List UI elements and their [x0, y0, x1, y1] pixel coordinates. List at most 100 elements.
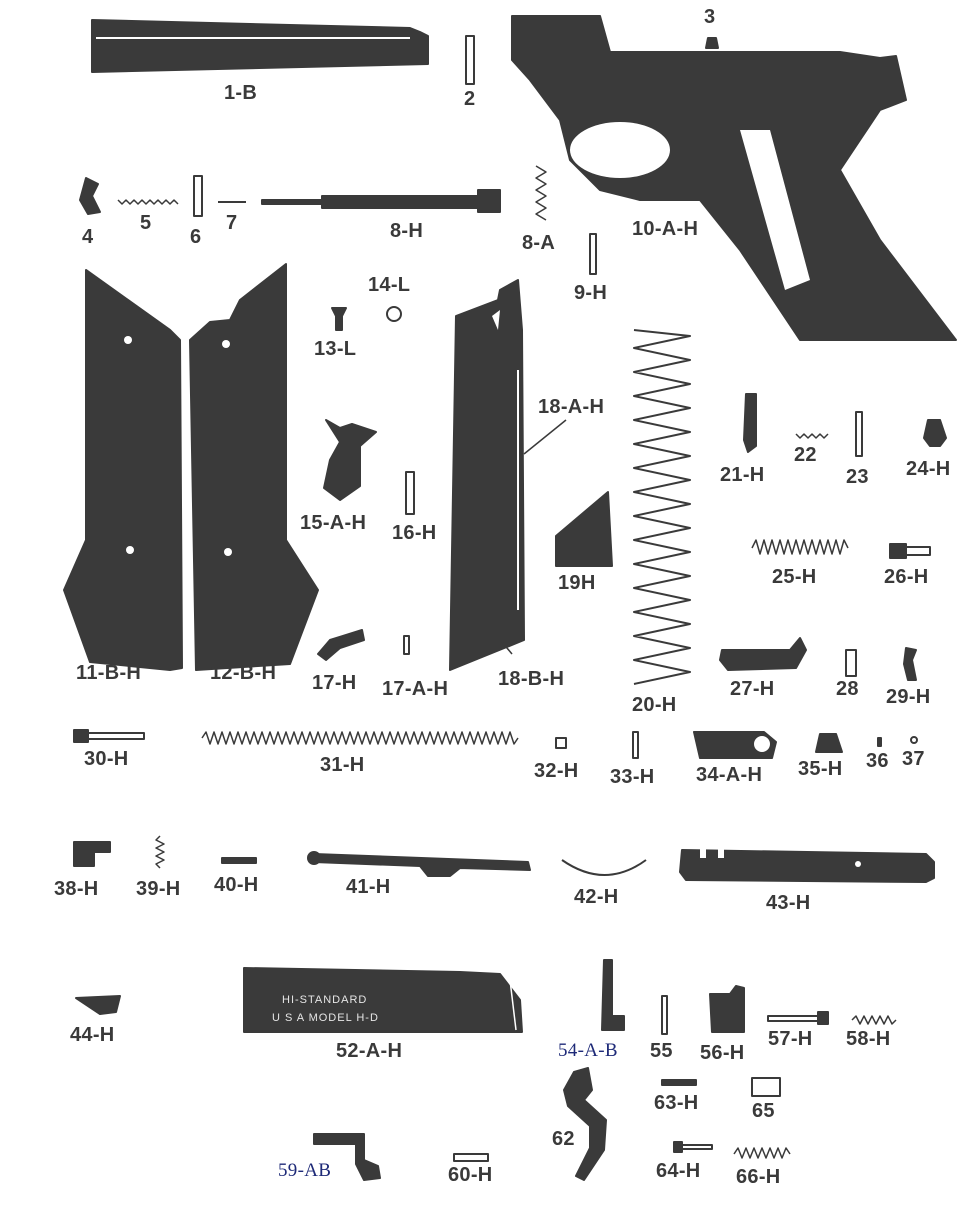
- part-6-pin: [193, 175, 203, 217]
- label-63-h: 63-H: [654, 1092, 699, 1114]
- label-12-b-h: 12-B-H: [210, 662, 277, 684]
- part-30-h-screw: [73, 729, 145, 743]
- slide-engraving-line-2: U S A MODEL H-D: [272, 1012, 379, 1024]
- label-64-h: 64-H: [656, 1160, 701, 1182]
- label-19h: 19H: [558, 572, 596, 594]
- label-34-a-h: 34-A-H: [696, 764, 763, 786]
- part-64-h-screw: [673, 1141, 713, 1153]
- part-18-a-h-magazine: [449, 279, 525, 671]
- part-12-b-h-grip: [189, 263, 319, 671]
- label-9-h: 9-H: [574, 282, 608, 304]
- part-34-a-h: [693, 731, 777, 759]
- part-56-h: [709, 985, 745, 1033]
- label-24-h: 24-H: [906, 458, 951, 480]
- label-21-h: 21-H: [720, 464, 765, 486]
- label-14-l: 14-L: [368, 274, 411, 296]
- label-3: 3: [704, 6, 716, 28]
- part-1-b-barrel: [91, 19, 429, 73]
- label-13-l: 13-L: [314, 338, 357, 360]
- label-20-h: 20-H: [632, 694, 677, 716]
- label-29-h: 29-H: [886, 686, 931, 708]
- label-66-h: 66-H: [736, 1166, 781, 1188]
- label-65: 65: [752, 1100, 775, 1122]
- part-37-ball: [910, 736, 918, 744]
- part-52-a-h-slide: [243, 967, 523, 1033]
- label-4: 4: [82, 226, 94, 248]
- part-2-pin: [465, 35, 475, 85]
- label-41-h: 41-H: [346, 876, 391, 898]
- label-57-h: 57-H: [768, 1028, 813, 1050]
- part-20-h-spring: [633, 329, 691, 685]
- label-22: 22: [794, 444, 817, 466]
- leader-18-b-h: [501, 641, 513, 655]
- label-40-h: 40-H: [214, 874, 259, 896]
- part-60-h-pin: [453, 1153, 489, 1162]
- part-29-h: [903, 647, 917, 681]
- part-8-a-spring: [535, 165, 547, 221]
- part-3-screw: [705, 37, 719, 49]
- part-8-h-rod: [261, 189, 501, 213]
- part-16-h-pin: [405, 471, 415, 515]
- part-57-h-screw: [767, 1011, 829, 1025]
- label-25-h: 25-H: [772, 566, 817, 588]
- label-15-a-h: 15-A-H: [300, 512, 367, 534]
- label-1-b: 1-B: [224, 82, 258, 104]
- label-33-h: 33-H: [610, 766, 655, 788]
- part-19h: [555, 491, 613, 567]
- part-38-h: [73, 841, 111, 867]
- label-26-h: 26-H: [884, 566, 929, 588]
- part-4: [79, 177, 101, 215]
- label-55: 55: [650, 1040, 673, 1062]
- label-30-h: 30-H: [84, 748, 129, 770]
- label-31-h: 31-H: [320, 754, 365, 776]
- part-39-h-spring: [155, 835, 165, 869]
- part-63-h-pin: [661, 1079, 697, 1086]
- label-27-h: 27-H: [730, 678, 775, 700]
- label-16-h: 16-H: [392, 522, 437, 544]
- label-44-h: 44-H: [70, 1024, 115, 1046]
- label-62: 62: [552, 1128, 575, 1150]
- part-17-a-h-pin: [403, 635, 410, 655]
- part-58-h-spring: [851, 1015, 897, 1025]
- label-17-a-h: 17-A-H: [382, 678, 449, 700]
- part-35-h: [815, 733, 843, 753]
- part-15-a-h: [323, 419, 377, 501]
- label-58-h: 58-H: [846, 1028, 891, 1050]
- label-43-h: 43-H: [766, 892, 811, 914]
- label-23: 23: [846, 466, 869, 488]
- label-10-a-h: 10-A-H: [632, 218, 699, 240]
- label-35-h: 35-H: [798, 758, 843, 780]
- label-32-h: 32-H: [534, 760, 579, 782]
- part-27-h: [719, 637, 807, 671]
- label-60-h: 60-H: [448, 1164, 493, 1186]
- part-66-h-spring: [733, 1147, 791, 1159]
- part-28: [845, 649, 857, 677]
- label-11-b-h: 11-B-H: [76, 662, 142, 684]
- part-25-h-spring: [751, 539, 849, 555]
- label-8-h: 8-H: [390, 220, 424, 242]
- part-59-ab: [313, 1133, 381, 1181]
- part-43-h-slide: [679, 848, 935, 883]
- leader-18-a-h: [523, 419, 567, 455]
- label-6: 6: [190, 226, 202, 248]
- part-33-h-pin: [632, 731, 639, 759]
- label-54-a-b: 54-A-B: [558, 1040, 618, 1061]
- part-54-a-b: [601, 959, 625, 1031]
- label-52-a-h: 52-A-H: [336, 1040, 403, 1062]
- label-7: 7: [226, 212, 238, 234]
- part-42-h: [561, 859, 647, 876]
- part-9-h-pin: [589, 233, 597, 275]
- part-5-spring: [117, 199, 179, 205]
- part-62-trigger: [563, 1067, 607, 1181]
- part-13-l-screw: [331, 307, 347, 331]
- slide-engraving-line-1: HI-STANDARD: [282, 994, 368, 1006]
- part-31-h-spring: [201, 731, 519, 745]
- part-36: [877, 737, 882, 747]
- label-8-a: 8-A: [522, 232, 556, 254]
- part-40-h-pin: [221, 857, 257, 864]
- label-37: 37: [902, 748, 925, 770]
- part-23-pin: [855, 411, 863, 457]
- part-17-h: [317, 629, 365, 661]
- part-26-h-screw: [889, 543, 931, 559]
